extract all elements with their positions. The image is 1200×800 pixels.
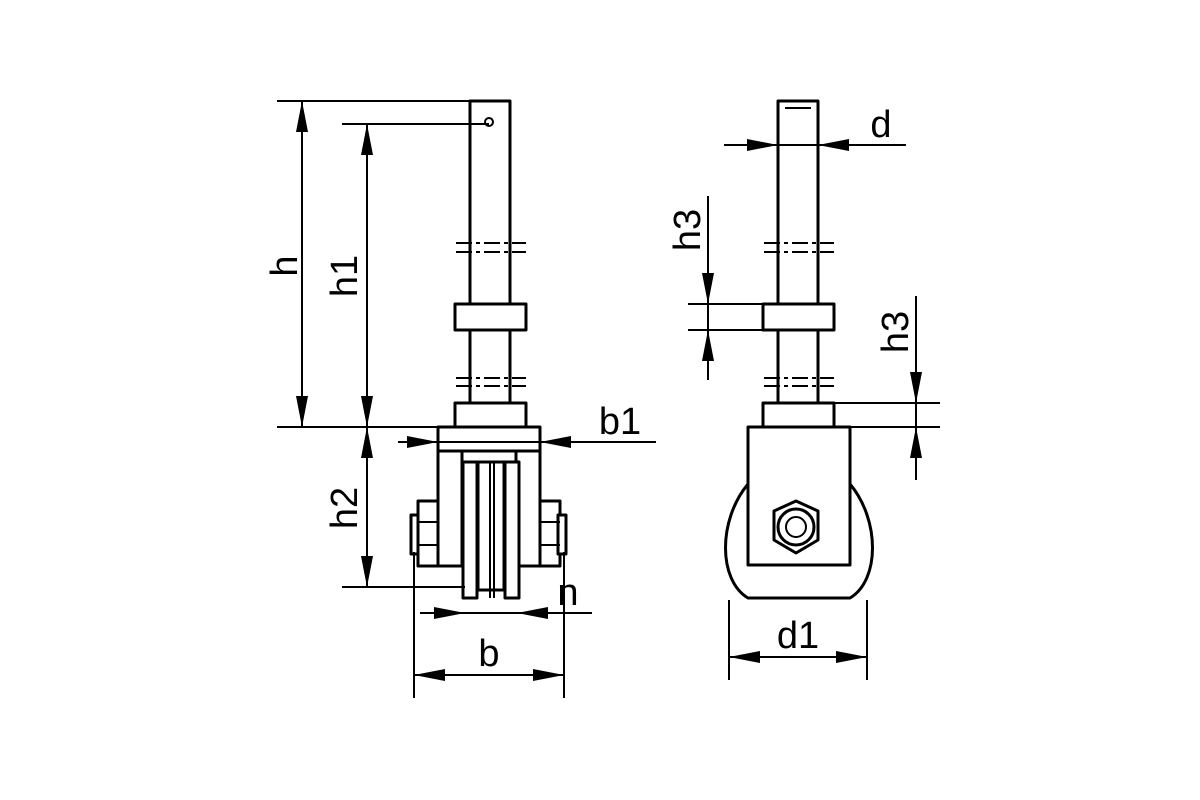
label-b1: b1: [599, 401, 641, 443]
dimension-h: [296, 101, 308, 427]
label-h2: h2: [324, 487, 366, 529]
dimension-b: [414, 669, 564, 681]
axle-nut-left: [409, 499, 440, 568]
fork-leg-left: [436, 449, 464, 568]
dimension-h1: [361, 124, 373, 427]
wheel-flange-left: [461, 460, 479, 600]
label-h1: h1: [324, 255, 366, 297]
pin: [468, 99, 512, 409]
label-h3-lower: h3: [875, 311, 917, 353]
collar-side: [761, 302, 836, 332]
label-d: d: [870, 104, 891, 146]
front-view-dimensions: [277, 100, 656, 698]
break-mark-lower-side: [764, 377, 834, 387]
wheel-flange-right: [503, 460, 521, 600]
axle-nut-right: [538, 499, 568, 568]
break-mark-lower: [456, 377, 526, 387]
side-view: [724, 99, 874, 600]
side-view-dimensions: [688, 139, 940, 680]
dimension-b1: [398, 436, 656, 448]
dimension-h3-upper: [688, 196, 763, 380]
dimension-d: [724, 139, 906, 151]
label-b: b: [478, 633, 499, 675]
label-d1: d1: [777, 615, 819, 657]
dimension-d1: [728, 600, 868, 680]
label-n: n: [557, 572, 578, 614]
bushing-side: [761, 401, 836, 429]
dimension-n: [420, 607, 592, 619]
collar: [453, 302, 528, 332]
pin-hole: [484, 117, 494, 127]
label-h3-upper: h3: [667, 209, 709, 251]
break-mark-upper-side: [764, 242, 834, 253]
bushing: [453, 401, 528, 429]
fork-top-plate: [436, 425, 542, 453]
break-mark-upper: [456, 242, 526, 253]
dimension-h3-lower: [834, 296, 940, 480]
pin-side: [776, 99, 820, 409]
label-h: h: [264, 255, 306, 276]
front-view: [409, 99, 568, 600]
dimension-h2: [361, 427, 373, 587]
